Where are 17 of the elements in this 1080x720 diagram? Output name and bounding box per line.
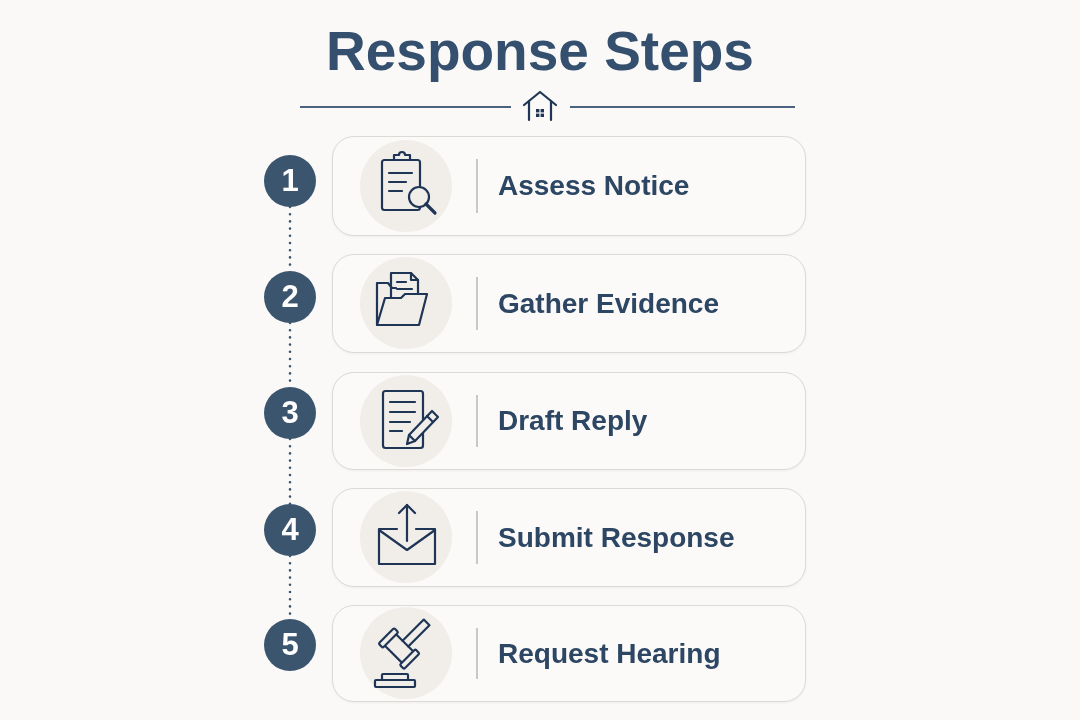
step-card — [332, 136, 806, 236]
step-number-circle: 1 — [264, 155, 316, 207]
step-label: Draft Reply — [498, 405, 648, 437]
title: Response Steps — [325, 19, 755, 84]
step-label: Gather Evidence — [498, 287, 719, 320]
step-number-circle: 4 — [264, 504, 316, 556]
step-card — [332, 372, 806, 470]
step-number-circle: 3 — [264, 387, 316, 439]
step-label: Assess Notice — [498, 170, 690, 202]
step-number-circle: 2 — [264, 271, 316, 323]
step-card — [332, 605, 806, 702]
dotted-connector — [288, 437, 292, 506]
step-number-circle: 5 — [264, 619, 316, 671]
step-card — [332, 488, 806, 587]
step-card — [332, 254, 806, 353]
step-label: Request Hearing — [498, 637, 721, 670]
step-label: Submit Response — [498, 521, 735, 554]
